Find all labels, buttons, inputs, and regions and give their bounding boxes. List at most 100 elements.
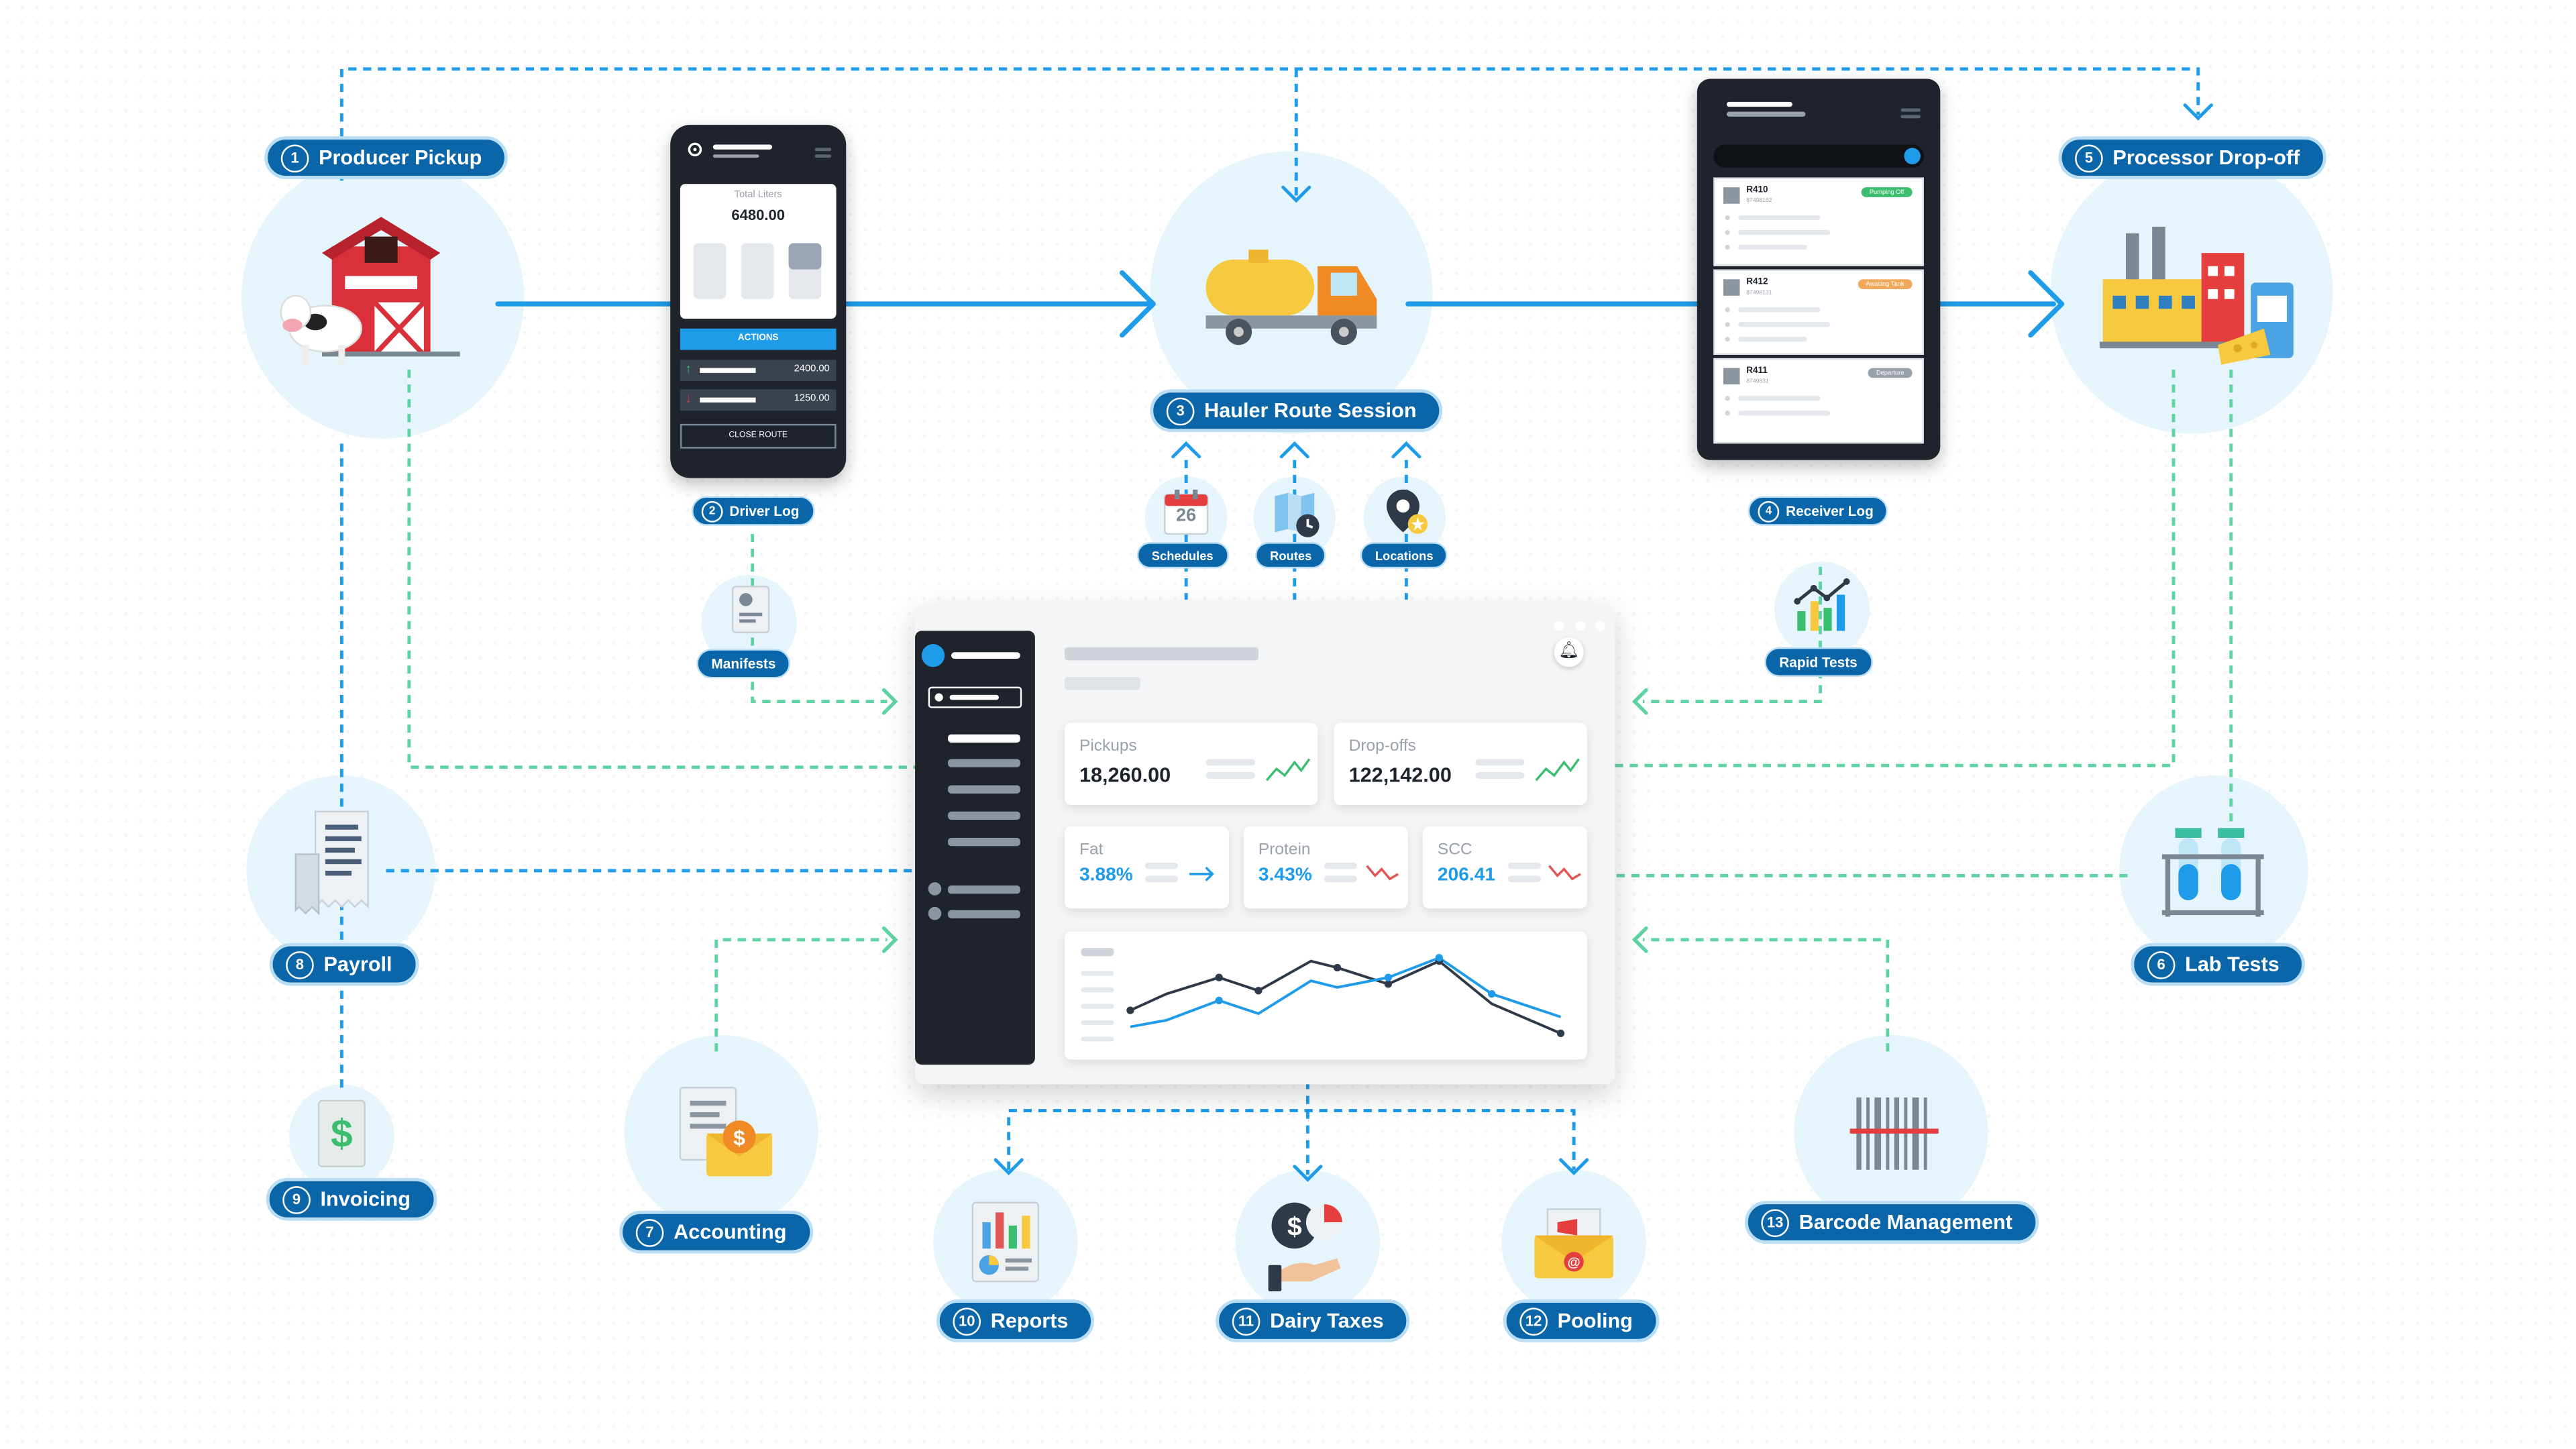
total-liters-value: 6480.00 <box>731 207 786 224</box>
sidebar-item[interactable] <box>948 785 1020 794</box>
receiver-list: R410 87498162 Pumping Off R412 87498131 … <box>1713 177 1924 447</box>
trend-down-icon <box>1548 865 1581 881</box>
dashboard-title-placeholder <box>1064 647 1258 661</box>
trend-chart-card <box>1064 931 1587 1060</box>
dairy-taxes-label[interactable]: 11 Dairy Taxes <box>1216 1299 1410 1342</box>
sidebar-toggle[interactable] <box>928 686 1022 708</box>
sidebar-item[interactable] <box>948 910 1020 918</box>
driver-phone: Total Liters 6480.00 ACTIONS ↑ 2400.00 ↓… <box>670 125 847 478</box>
schedules-label[interactable]: Schedules <box>1136 542 1228 569</box>
sidebar-item[interactable] <box>948 885 1020 894</box>
locations-label[interactable]: Locations <box>1360 542 1448 569</box>
dashboard-subtitle-placeholder <box>1064 676 1140 690</box>
trend-up-icon <box>1265 758 1311 782</box>
calendar-day: 26 <box>1176 506 1197 526</box>
status-badge: Pumping Off <box>1861 187 1913 197</box>
scc-value: 206.41 <box>1437 865 1496 886</box>
pickups-card[interactable]: Pickups 18,260.00 <box>1064 722 1318 806</box>
svg-text:$: $ <box>1287 1213 1302 1242</box>
search-icon <box>1904 148 1921 164</box>
trend-down-icon <box>1366 865 1399 881</box>
svg-text:@: @ <box>1568 1255 1580 1270</box>
sidebar-item[interactable] <box>948 759 1020 767</box>
dashboard-window: 🔔︎ Pickups 18,260.00 Drop-offs 122,142.0… <box>915 604 1615 1085</box>
payroll-label[interactable]: 8 Payroll <box>269 943 419 986</box>
close-route-button[interactable]: CLOSE ROUTE <box>680 423 837 449</box>
reports-chart-icon <box>971 1201 1039 1283</box>
lab-test-tubes-icon <box>2161 828 2264 917</box>
trend-flat-icon <box>1189 866 1214 881</box>
window-dots <box>1551 610 1605 639</box>
receiver-item[interactable]: R411 8749831 Departure <box>1713 358 1924 444</box>
pickups-value: 18,260.00 <box>1079 763 1171 788</box>
notification-bell-button[interactable]: 🔔︎ <box>1554 637 1584 667</box>
receiver-log-label[interactable]: 4 Receiver Log <box>1748 496 1888 526</box>
arrow-up-icon: ↑ <box>685 361 692 376</box>
total-liters-label: Total Liters <box>734 191 782 201</box>
receiver-item-id: R410 <box>1746 185 1768 196</box>
lab-tests-label[interactable]: 6 Lab Tests <box>2131 943 2306 986</box>
accounting-label[interactable]: 7 Accounting <box>619 1210 813 1254</box>
manifest-document-icon <box>732 586 770 634</box>
receiver-item-sub: 87498131 <box>1746 289 1772 296</box>
producer-pickup-label[interactable]: 1 Producer Pickup <box>264 136 508 179</box>
receiver-phone: R410 87498162 Pumping Off R412 87498131 … <box>1697 78 1941 460</box>
receiver-item-sub: 87498162 <box>1746 197 1772 204</box>
barcode-management-label[interactable]: 13 Barcode Management <box>1744 1201 2039 1244</box>
protein-label: Protein <box>1258 841 1311 859</box>
bell-icon: 🔔︎ <box>1558 642 1580 661</box>
hauler-route-session-label[interactable]: 3 Hauler Route Session <box>1150 389 1443 433</box>
lab-tests-circle <box>2119 775 2308 965</box>
processor-dropoff-label[interactable]: 5 Processor Drop-off <box>2058 136 2326 179</box>
accounting-icon: $ <box>679 1087 773 1177</box>
pooling-envelope-icon: @ <box>1534 1208 1613 1279</box>
factory-icon <box>2099 226 2294 365</box>
calendar-icon: 26 <box>1163 489 1210 536</box>
routes-label[interactable]: Routes <box>1255 542 1327 569</box>
barcode-icon <box>1849 1097 1939 1170</box>
dashboard-sidebar <box>915 631 1035 1065</box>
receiver-item-id: R411 <box>1746 366 1768 376</box>
pickups-label: Pickups <box>1079 737 1137 756</box>
pooling-label[interactable]: 12 Pooling <box>1503 1299 1660 1342</box>
sidebar-item[interactable] <box>948 837 1020 847</box>
fat-label: Fat <box>1079 841 1104 859</box>
protein-card[interactable]: Protein 3.43% <box>1243 826 1408 909</box>
location-pin-icon <box>688 142 702 157</box>
app-logo-icon <box>921 644 945 667</box>
actions-button[interactable]: ACTIONS <box>680 328 837 350</box>
arrow-down-icon: ↓ <box>685 390 692 406</box>
dropoffs-label: Drop-offs <box>1348 737 1416 756</box>
dairy-taxes-icon: $ <box>1268 1202 1342 1291</box>
sidebar-item[interactable] <box>948 734 1020 743</box>
svg-text:$: $ <box>733 1126 745 1150</box>
rapid-tests-label[interactable]: Rapid Tests <box>1764 647 1872 677</box>
receiver-item-sub: 8749831 <box>1746 378 1769 385</box>
routes-map-icon <box>1275 492 1320 537</box>
receiver-item[interactable]: R410 87498162 Pumping Off <box>1713 177 1924 266</box>
receipt-payroll-icon <box>294 810 369 916</box>
log-row-value: 1250.00 <box>794 394 830 405</box>
log-row-pickup[interactable]: ↑ 2400.00 <box>680 360 837 382</box>
log-row-dropoff[interactable]: ↓ 1250.00 <box>680 389 837 411</box>
receiver-item[interactable]: R412 87498131 Awaiting Tank <box>1713 269 1924 355</box>
rapid-tests-chart-icon <box>1794 578 1850 631</box>
scc-card[interactable]: SCC 206.41 <box>1422 826 1587 909</box>
trend-line-chart <box>1126 954 1565 1038</box>
driver-log-label[interactable]: 2 Driver Log <box>692 496 814 526</box>
manifests-label[interactable]: Manifests <box>696 649 791 679</box>
fat-card[interactable]: Fat 3.88% <box>1064 826 1229 909</box>
location-pin-icon <box>1386 489 1428 534</box>
dropoffs-card[interactable]: Drop-offs 122,142.00 <box>1334 722 1587 806</box>
reports-label[interactable]: 10 Reports <box>936 1299 1095 1342</box>
protein-value: 3.43% <box>1258 865 1312 886</box>
sidebar-item[interactable] <box>948 811 1020 820</box>
receiver-search-input[interactable] <box>1713 144 1924 168</box>
status-badge: Awaiting Tank <box>1858 279 1913 290</box>
trend-up-icon <box>1535 758 1580 782</box>
barn-cow-icon <box>280 217 460 365</box>
tanker-truck-icon <box>1205 250 1377 345</box>
invoicing-label[interactable]: 9 Invoicing <box>266 1177 437 1221</box>
dollar-bill-icon: $ <box>317 1099 366 1168</box>
log-row-value: 2400.00 <box>794 364 830 375</box>
